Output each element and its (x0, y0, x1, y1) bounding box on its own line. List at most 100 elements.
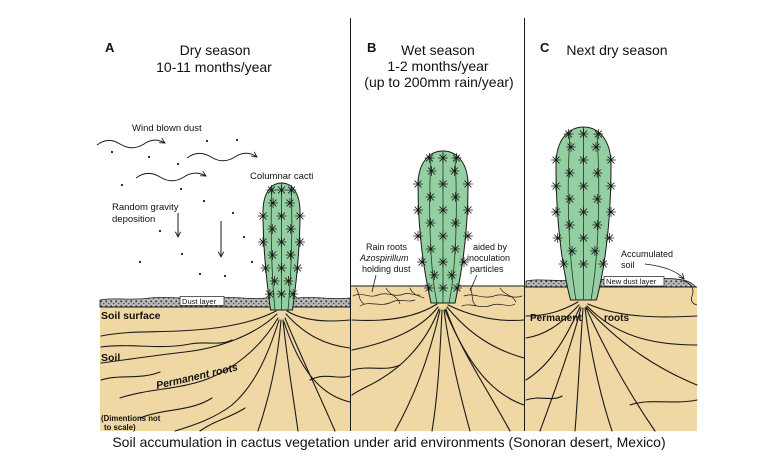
dust-particle (250, 260, 254, 264)
panel-a-title: Dry season (180, 42, 251, 58)
root-line (574, 307, 584, 432)
root-line (629, 399, 698, 406)
rain-root (461, 303, 516, 308)
azospirillum-label: Azospirillum (359, 253, 409, 263)
permanent-label: Permanent (530, 313, 582, 324)
root-line (525, 304, 580, 339)
accumulated-soil-arrow (644, 263, 684, 279)
spine-cluster (269, 276, 280, 286)
root-line (586, 305, 698, 346)
spine-cluster (567, 246, 578, 256)
dust-particle (179, 187, 183, 191)
root-line (585, 306, 698, 386)
spine-cluster (578, 155, 589, 165)
scale-note-line-2: to scale) (104, 423, 136, 432)
rain-root (355, 287, 365, 305)
root-line (139, 397, 213, 419)
accumulated-soil-label: Accumulated (621, 249, 673, 259)
root-line (351, 308, 440, 396)
soil-surface-label: Soil surface (101, 310, 161, 322)
dust-particle (176, 162, 180, 166)
root-line (444, 309, 525, 406)
spine-cluster (564, 194, 575, 204)
wind-arrow (135, 173, 206, 182)
rain-root (385, 287, 401, 305)
gravity-arrows (178, 213, 221, 257)
spine-cluster (417, 257, 427, 267)
root-line (199, 407, 246, 432)
root-line (351, 364, 401, 371)
root-line (100, 310, 277, 337)
root-line (447, 304, 525, 321)
dust-layer-tag-box (179, 296, 225, 306)
root-line (309, 375, 351, 381)
root-line (284, 317, 336, 432)
spine-cluster (276, 185, 287, 195)
root-line (100, 371, 161, 381)
spine-cluster (450, 218, 461, 228)
spine-cluster (425, 244, 436, 254)
spine-cluster (288, 289, 299, 299)
spine-cluster (285, 250, 296, 260)
spine-cluster (285, 224, 296, 234)
spine-cluster (413, 205, 423, 215)
spine-cluster (578, 259, 589, 269)
dust-particle (138, 260, 142, 264)
root-line (584, 307, 613, 432)
spine-cluster (551, 207, 561, 217)
panel-b-roots (351, 303, 525, 432)
root-line (445, 308, 511, 432)
root-line (351, 306, 439, 351)
spine-cluster (267, 224, 278, 234)
spine-cluster (452, 283, 463, 293)
root-line (431, 309, 443, 432)
spine-cluster (295, 211, 305, 221)
panel-b-soil (350, 286, 525, 431)
spine-cluster (438, 283, 448, 293)
dust-particle (223, 274, 227, 278)
panel-a-letter: A (105, 40, 115, 55)
root-line (100, 313, 278, 364)
spine-cluster (446, 270, 457, 280)
spine-cluster (558, 259, 569, 269)
root-line (525, 395, 563, 401)
spine-cluster (429, 270, 440, 280)
spine-cluster (592, 194, 603, 204)
cactus-rib (270, 187, 276, 311)
root-line (286, 310, 351, 322)
dust-particle (120, 183, 124, 187)
spine-cluster (425, 192, 436, 202)
root-line (585, 307, 656, 432)
root-line (282, 319, 299, 432)
spine-cluster (423, 283, 434, 293)
rain-root (409, 287, 425, 299)
spine-cluster (578, 129, 589, 139)
inoculation-leader (469, 274, 478, 292)
accumulated-soil-label-line-2: soil (621, 260, 635, 270)
spine-cluster (578, 233, 589, 243)
panel-a-dust-layer (99, 297, 351, 308)
spine-cluster (606, 155, 616, 165)
dust-particle (147, 155, 151, 159)
cactus-rib (429, 156, 438, 304)
spine-cluster (578, 181, 589, 191)
panel-b-rain-roots (352, 287, 523, 308)
rain-root (352, 293, 421, 297)
spine-cluster (564, 220, 575, 230)
wind-arrow (186, 153, 257, 162)
spine-cluster (276, 263, 287, 273)
spine-cluster (438, 153, 448, 163)
inoculation-label: inoculation (467, 253, 510, 263)
spine-cluster (551, 155, 561, 165)
spine-cluster (592, 168, 603, 178)
spine-cluster (450, 192, 461, 202)
spine-cluster (413, 231, 423, 241)
particles-label: particles (470, 264, 504, 274)
rain-roots-label: Rain roots (366, 242, 408, 252)
panel-c-letter: C (540, 40, 550, 55)
accumulated-soil-edge (682, 280, 698, 306)
spine-cluster (438, 257, 448, 267)
spine-cluster (565, 142, 576, 152)
spine-cluster (276, 289, 287, 299)
